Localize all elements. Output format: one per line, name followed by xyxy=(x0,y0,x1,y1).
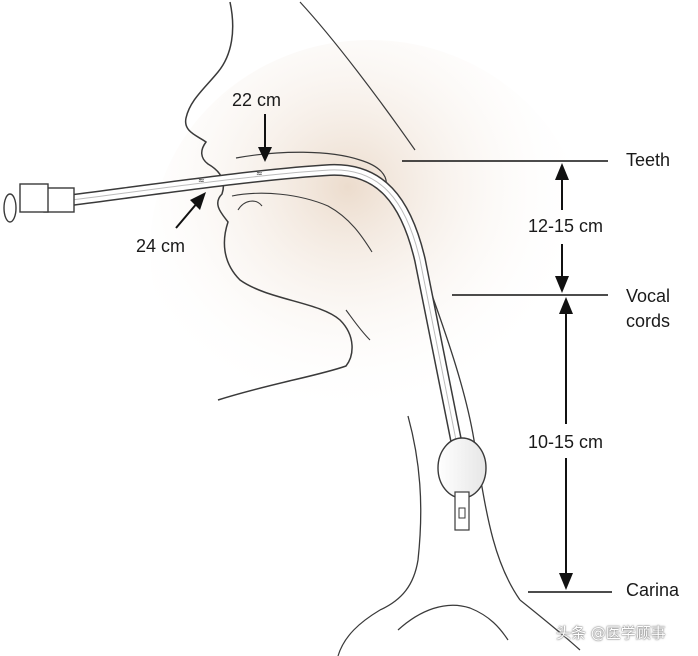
label-teeth: Teeth xyxy=(626,150,671,170)
arrow-22cm-head xyxy=(258,147,272,162)
label-teeth-to-cords-distance: 12-15 cm xyxy=(528,216,604,236)
connector-flange xyxy=(19,183,49,213)
tube-mark-22: ≈ xyxy=(256,169,263,178)
tube-inner-line xyxy=(71,169,459,451)
lower-span-arrowhead-down xyxy=(559,573,573,590)
carina-fork xyxy=(397,604,509,641)
hyoid-line xyxy=(345,309,371,341)
tube-cuff xyxy=(437,437,487,499)
face-profile xyxy=(184,1,353,401)
head-back-line xyxy=(299,1,416,151)
label-vocal: Vocal xyxy=(626,286,671,306)
lower-span-arrowhead-up xyxy=(559,297,573,314)
arrow-24cm-head xyxy=(190,192,206,210)
tube-mark-24: ≈ xyxy=(198,176,205,185)
palate-line xyxy=(235,151,387,187)
anterior-trachea-wall xyxy=(379,415,422,611)
posterior-airway-wall xyxy=(431,294,521,601)
left-bronchus xyxy=(337,609,381,656)
tongue-line xyxy=(231,192,373,253)
tube-tip xyxy=(454,491,470,531)
upper-span-arrowhead-down xyxy=(555,276,569,293)
right-bronchus xyxy=(519,599,581,651)
arrow-24cm-shaft xyxy=(175,201,199,229)
watermark: 头条 @医学顾事 xyxy=(556,624,666,642)
label-22cm: 22 cm xyxy=(232,90,282,110)
upper-span-arrowhead-up xyxy=(555,163,569,180)
connector-cap xyxy=(3,193,17,223)
lower-teeth xyxy=(237,200,263,211)
label-cords-to-carina-distance: 10-15 cm xyxy=(528,432,604,452)
label-carina: Carina xyxy=(626,580,680,600)
murphy-eye xyxy=(458,507,466,519)
skin-shading xyxy=(150,40,590,460)
tube-connector xyxy=(43,187,75,213)
label-cords: cords xyxy=(626,311,671,331)
label-24cm: 24 cm xyxy=(136,236,186,256)
